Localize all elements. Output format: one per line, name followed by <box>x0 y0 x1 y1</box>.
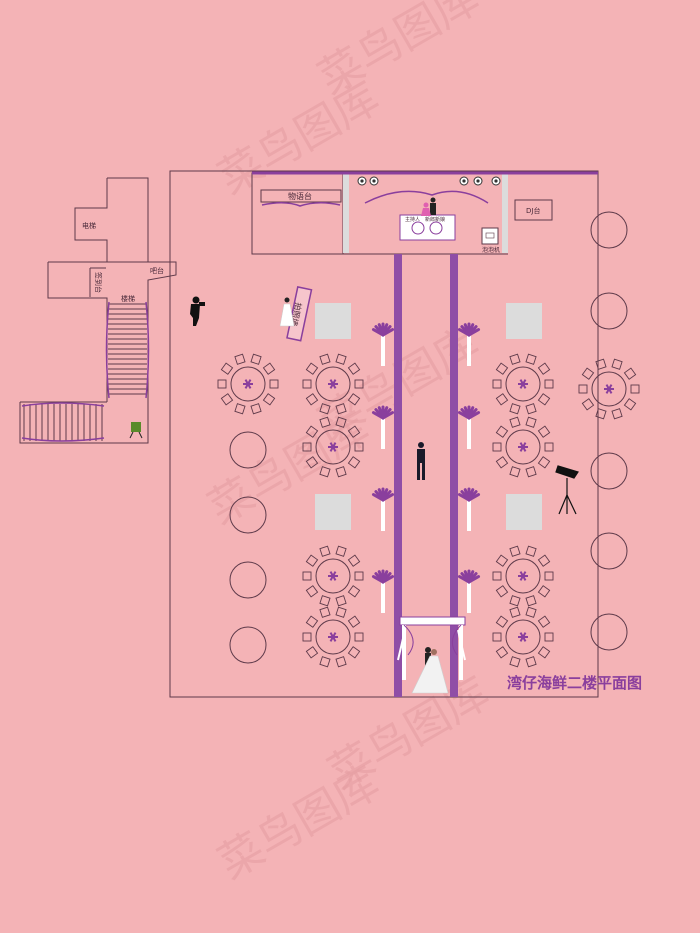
stairs-label: 楼梯 <box>121 294 135 303</box>
empty-round-table <box>229 496 267 534</box>
staircase <box>108 303 147 395</box>
pedestal <box>506 494 542 530</box>
elevator-label: 电梯 <box>82 221 96 230</box>
photographer-icon <box>190 296 205 326</box>
table-centerpiece-icon <box>328 632 338 642</box>
bubble-machine-label: 泡泡机 <box>482 246 500 254</box>
bar-label: 吧台 <box>150 266 164 275</box>
empty-round-table <box>590 292 628 330</box>
head-table-plate <box>411 221 425 235</box>
empty-round-table <box>229 431 267 469</box>
floral-column-icon <box>457 569 481 613</box>
stage-light-icon <box>459 176 469 186</box>
watermark-text: 菜鸟图库 <box>320 667 498 799</box>
aisle <box>394 254 458 697</box>
head-table <box>399 214 456 241</box>
stage-light-icon <box>491 176 501 186</box>
head-table-plate <box>429 221 443 235</box>
round-table-with-chairs <box>492 545 554 607</box>
empty-round-table <box>590 613 628 651</box>
table-centerpiece-icon <box>243 379 253 389</box>
staircase-lower <box>21 301 150 442</box>
wedding-arch <box>397 616 466 680</box>
floral-column-icon <box>371 569 395 613</box>
table-centerpiece-icon <box>518 379 528 389</box>
stage-light-icon <box>369 176 379 186</box>
round-table-with-chairs <box>302 606 364 668</box>
pedestal <box>315 303 351 339</box>
hall-outline <box>169 170 599 698</box>
story-stage <box>260 189 342 203</box>
empty-round-table <box>590 452 628 490</box>
round-table-with-chairs <box>302 416 364 478</box>
round-table-with-chairs <box>492 353 554 415</box>
host-right-label: 新郎新娘 <box>425 216 445 223</box>
dj-desk-label: DJ台 <box>526 206 540 215</box>
stage-lights <box>357 176 501 186</box>
photo-wall <box>286 286 313 342</box>
round-table-with-chairs <box>302 353 364 415</box>
round-table-with-chairs <box>492 416 554 478</box>
bride-figure-icon <box>279 297 295 327</box>
groom-icon <box>417 442 425 480</box>
table-centerpiece-icon <box>518 571 528 581</box>
floral-columns <box>371 322 481 613</box>
table-centerpiece-icon <box>328 571 338 581</box>
couple-icon <box>421 197 436 216</box>
floral-column-icon <box>457 322 481 366</box>
floral-column-icon <box>371 405 395 449</box>
bubble-machine-icon <box>481 227 499 245</box>
empty-round-table <box>590 211 628 249</box>
stage-light-icon <box>357 176 367 186</box>
stage-light-icon <box>473 176 483 186</box>
watermark-text: 菜鸟图库 <box>310 0 488 105</box>
floral-column-icon <box>371 487 395 531</box>
plan-title: 湾仔海鲜二楼平面图 <box>507 674 642 692</box>
sign-in-desk-label: 签到台 <box>94 272 103 293</box>
pedestal <box>506 303 542 339</box>
story-stage-label: 物语台 <box>288 191 312 201</box>
easel-icon <box>129 422 143 439</box>
round-table-with-chairs <box>217 353 279 415</box>
table-centerpiece-icon <box>328 442 338 452</box>
dj-desk <box>514 199 553 221</box>
empty-tables <box>229 211 628 664</box>
host-left-label: 主持人 <box>405 216 420 223</box>
table-centerpiece-icon <box>604 384 614 394</box>
floral-column-icon <box>457 405 481 449</box>
table-centerpiece-icon <box>328 379 338 389</box>
round-tables <box>217 353 640 668</box>
floral-column-icon <box>371 322 395 366</box>
pedestal <box>315 494 351 530</box>
bride-groom-icon <box>411 647 449 694</box>
round-table-with-chairs <box>578 358 640 420</box>
stage-garland <box>364 190 489 204</box>
floral-garland <box>261 202 341 207</box>
empty-round-table <box>229 626 267 664</box>
table-centerpiece-icon <box>518 632 528 642</box>
camera-tripod-icon <box>555 465 579 515</box>
floral-column-icon <box>457 487 481 531</box>
empty-round-table <box>229 561 267 599</box>
empty-round-table <box>590 532 628 570</box>
round-table-with-chairs <box>492 606 554 668</box>
round-table-with-chairs <box>302 545 364 607</box>
table-centerpiece-icon <box>518 442 528 452</box>
stage-pillar <box>502 173 508 253</box>
stage-pillar <box>343 173 349 253</box>
